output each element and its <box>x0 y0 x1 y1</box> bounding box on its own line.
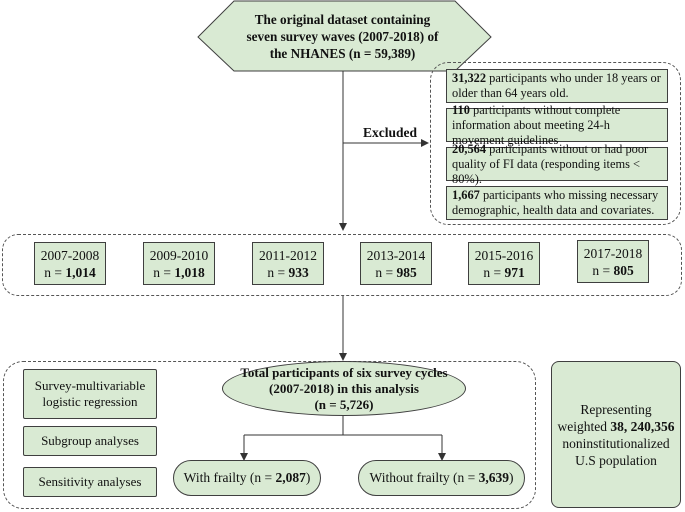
representing-weighted-value: 38, 240,356 <box>610 418 675 434</box>
source-title-line-2: seven survey waves (2007-2018) of <box>246 28 439 44</box>
method-line: Survey-multivariable <box>34 378 146 393</box>
exclusion-count: 20,564 <box>452 141 487 156</box>
wave-n: 933 <box>288 264 309 280</box>
wave-n-prefix: n = <box>592 262 614 278</box>
wave-box: 2013-2014 n = 985 <box>360 242 432 285</box>
wave-box: 2007-2008 n = 1,014 <box>34 242 106 285</box>
source-hexagon <box>197 0 492 72</box>
method-box: Survey-multivariable logistic regression <box>23 369 157 419</box>
wave-n: 971 <box>504 264 525 280</box>
representing-box: Representing weighted 38, 240,356 nonins… <box>551 361 681 508</box>
wave-n-prefix: n = <box>153 264 175 280</box>
total-line-3: (n = 5,726) <box>314 396 374 412</box>
wave-n-prefix: n = <box>44 264 66 280</box>
excluded-label: Excluded <box>363 125 418 140</box>
exclusion-item: 110 participants without complete inform… <box>446 103 668 147</box>
exclusion-text: participants without complete informatio… <box>452 102 621 147</box>
method-line: logistic regression <box>42 394 138 409</box>
without-frailty-prefix: Without frailty (n = <box>369 470 479 485</box>
total-line-1: Total participants of six survey cycles <box>240 364 448 380</box>
wave-years: 2007-2008 <box>40 247 100 263</box>
exclusion-item: 1,667 participants who missing necessary… <box>446 186 668 220</box>
exclusions-container <box>430 62 681 225</box>
wave-years: 2009-2010 <box>149 247 209 263</box>
exclusion-text: participants who missing necessary demog… <box>452 188 659 217</box>
source-dataset-title: The original dataset containing seven su… <box>215 8 470 64</box>
wave-years: 2013-2014 <box>366 247 426 263</box>
wave-n-prefix: n = <box>483 264 505 280</box>
analysis-container <box>3 361 536 509</box>
exclusion-count: 1,667 <box>452 188 480 202</box>
wave-n: 1,018 <box>174 264 205 280</box>
exclusion-text: participants who under 18 years or older… <box>452 71 661 100</box>
representing-line-1: Representing <box>580 401 652 417</box>
wave-box: 2015-2016 n = 971 <box>468 242 540 285</box>
exclusion-item: 20,564 participants without or had poor … <box>446 142 668 186</box>
wave-box: 2017-2018 n = 805 <box>577 240 649 283</box>
wave-n: 805 <box>613 262 634 278</box>
without-frailty-pill: Without frailty (n = 3,639) <box>358 460 525 496</box>
wave-box: 2011-2012 n = 933 <box>252 242 324 285</box>
source-title-line-3: the NHANES (n = 59,389) <box>269 45 416 61</box>
exclusion-text: participants without or had poor quality… <box>452 141 649 186</box>
wave-years: 2017-2018 <box>583 245 643 261</box>
method-line: Subgroup analyses <box>41 433 139 448</box>
without-frailty-n: 3,639 <box>478 470 509 485</box>
survey-waves-container <box>2 234 682 296</box>
method-box: Subgroup analyses <box>23 426 157 456</box>
wave-n: 985 <box>396 264 417 280</box>
method-line: Sensitivity analyses <box>38 474 142 489</box>
with-frailty-pill: With frailty (n = 2,087) <box>173 460 321 496</box>
with-frailty-suffix: ) <box>305 470 311 485</box>
exclusion-item: 31,322 participants who under 18 years o… <box>446 69 668 103</box>
total-line-2: (2007-2018) in this analysis <box>269 380 419 396</box>
wave-n-prefix: n = <box>267 264 289 280</box>
source-title-line-1: The original dataset containing <box>254 11 431 27</box>
wave-n-prefix: n = <box>375 264 397 280</box>
wave-n: 1,014 <box>65 264 96 280</box>
without-frailty-suffix: ) <box>508 470 514 485</box>
exclusion-count: 31,322 <box>452 71 487 85</box>
total-participants-ellipse: Total participants of six survey cycles … <box>222 361 466 416</box>
wave-years: 2011-2012 <box>259 247 317 263</box>
representing-line-3: noninstitutionalized <box>562 435 670 451</box>
representing-prefix: weighted <box>557 418 611 434</box>
with-frailty-n: 2,087 <box>275 470 306 485</box>
method-box: Sensitivity analyses <box>23 467 157 497</box>
wave-years: 2015-2016 <box>474 247 534 263</box>
exclusion-count: 110 <box>452 102 470 117</box>
with-frailty-prefix: With frailty (n = <box>183 470 276 485</box>
wave-box: 2009-2010 n = 1,018 <box>143 242 215 285</box>
representing-line-4: U.S population <box>575 452 657 468</box>
